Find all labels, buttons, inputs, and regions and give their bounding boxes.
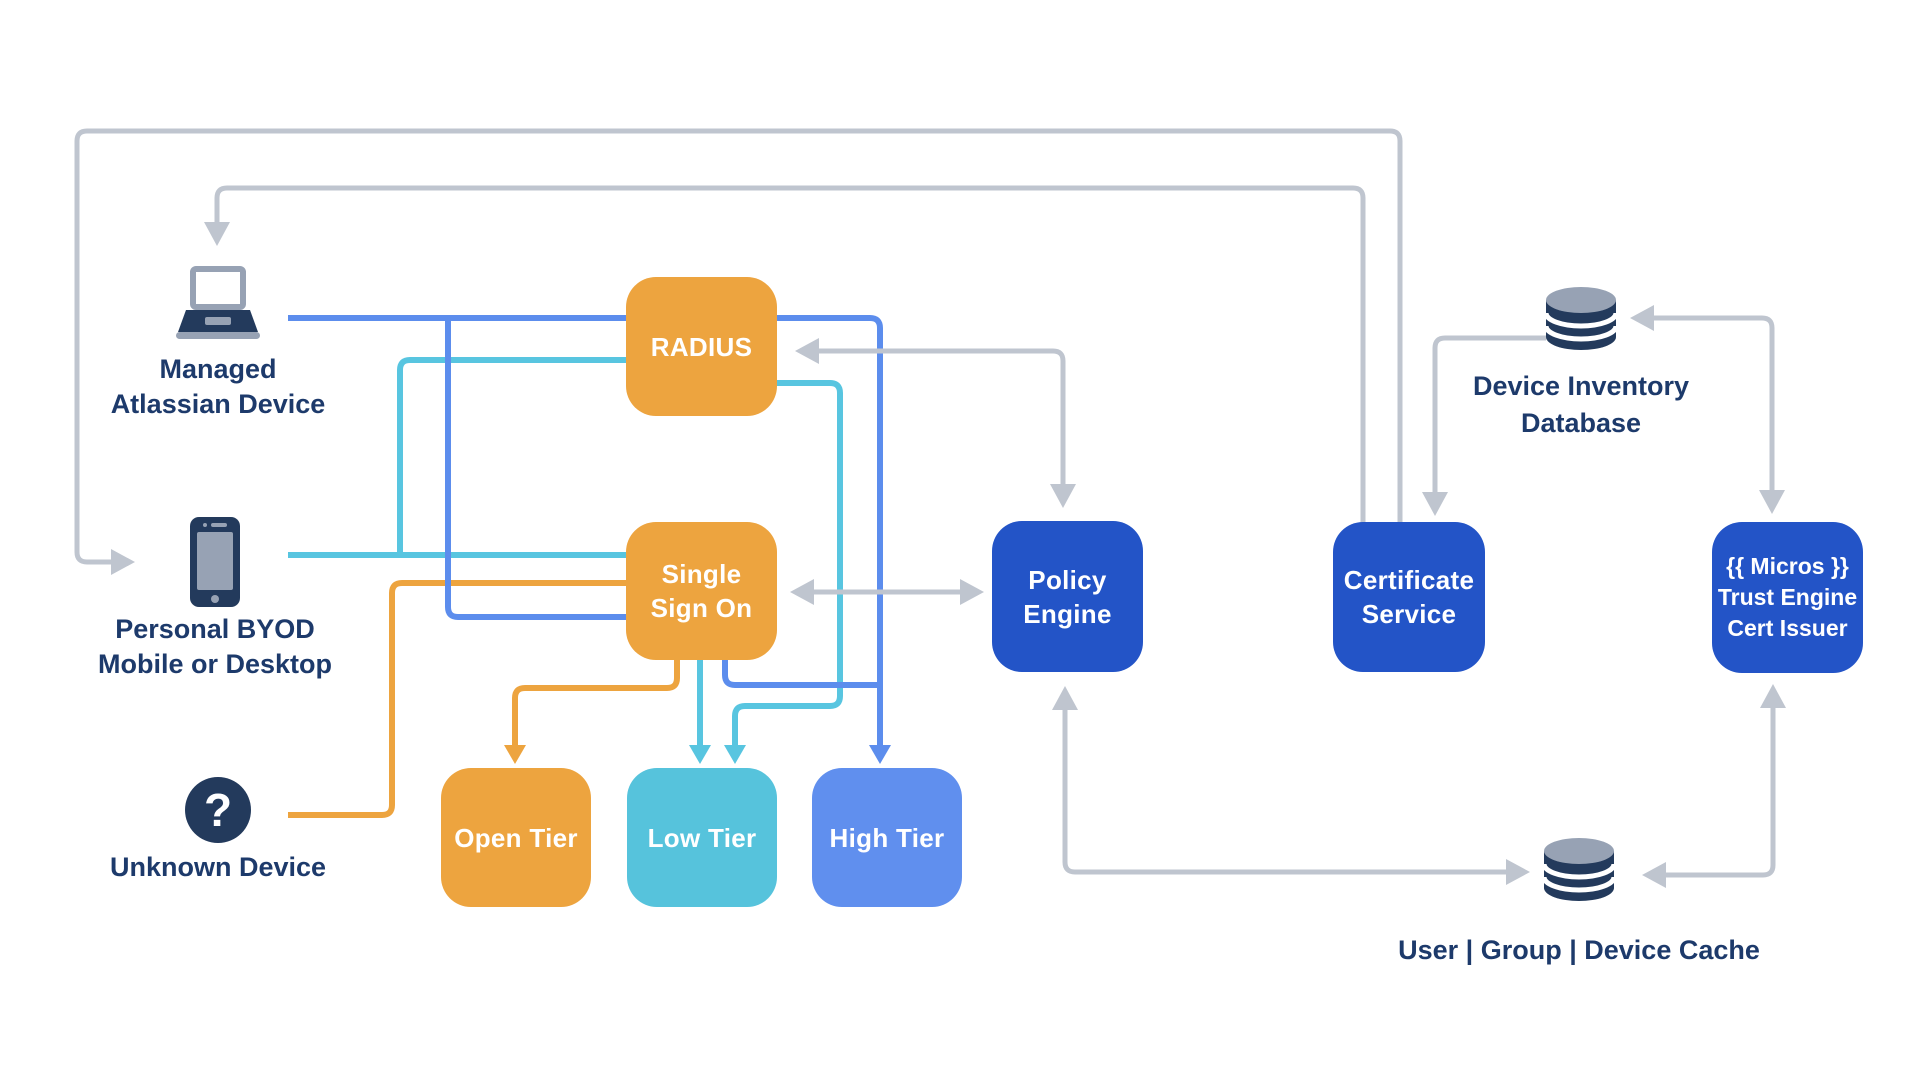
edge-cert-to-managed-loop xyxy=(204,185,1366,523)
laptop-icon xyxy=(176,266,260,339)
figure-label-line: Managed xyxy=(159,354,277,384)
edge-cert-to-byod-loop xyxy=(74,128,1403,575)
arrowhead xyxy=(1050,484,1076,508)
node-open-tier: Open Tier xyxy=(441,768,591,907)
edge-sso-to-open-tier xyxy=(504,660,680,764)
laptop-touchpad xyxy=(205,317,231,325)
edge-managed-to-sso xyxy=(445,318,626,620)
edge-sso-policy-link xyxy=(790,579,984,605)
node-label-line: Engine xyxy=(1023,598,1112,629)
phone-camera-dot xyxy=(203,523,207,527)
figure-label-line: Database xyxy=(1520,408,1642,438)
user-group-device-cache-figure xyxy=(1541,836,1617,911)
edge-sso-to-high-tier xyxy=(722,660,880,688)
node-label-line: {{ Micros }} xyxy=(1726,553,1849,579)
arrowhead xyxy=(504,745,526,764)
device-inventory-database-figure xyxy=(1543,285,1619,360)
edge-inventory-trust-link xyxy=(1630,305,1785,514)
node-label-line: Trust Engine xyxy=(1717,584,1858,610)
edge-radius-policy-link xyxy=(795,338,1076,508)
arrowhead xyxy=(869,745,891,764)
laptop-hinge-bar xyxy=(176,332,260,339)
edge-byod-to-radius xyxy=(397,357,626,555)
arrowhead xyxy=(1422,492,1448,516)
node-label-line: Service xyxy=(1361,599,1457,629)
arrowhead xyxy=(1052,686,1078,710)
arrowhead xyxy=(960,579,984,605)
node-label-line: High Tier xyxy=(829,822,945,853)
node-label-line: Certificate xyxy=(1343,565,1475,595)
database-icon xyxy=(1543,287,1619,350)
node-radius: RADIUS xyxy=(626,277,777,416)
node-label-line: Sign On xyxy=(650,593,753,623)
edge-cache-trust-link xyxy=(1642,684,1786,888)
arrowhead xyxy=(1506,859,1530,885)
unknown-device-figure: ? xyxy=(158,777,278,843)
arrowhead xyxy=(1760,684,1786,708)
phone-home-button xyxy=(211,595,219,603)
node-label-line: Low Tier xyxy=(647,822,757,853)
user-group-device-cache-label: User | Group | Device Cache xyxy=(1359,932,1799,969)
arrowhead xyxy=(790,579,814,605)
edge-policy-cache-link xyxy=(1052,686,1530,885)
personal-byod-device-figure xyxy=(155,517,275,607)
edge-inventory-to-cert xyxy=(1422,335,1546,516)
edge-radius-to-high-tier xyxy=(777,315,891,764)
personal-byod-device-label: Personal BYOD Mobile or Desktop xyxy=(15,612,415,682)
laptop-base xyxy=(178,310,258,332)
edge-sso-to-low-tier xyxy=(689,660,711,764)
node-high-tier: High Tier xyxy=(812,768,962,907)
node-label-line: Policy xyxy=(1028,564,1107,595)
arrowhead xyxy=(1642,862,1666,888)
figure-label-line: User | Group | Device Cache xyxy=(1398,935,1760,965)
question-mark-icon: ? xyxy=(185,777,251,843)
node-low-tier: Low Tier xyxy=(627,768,777,907)
arrowhead xyxy=(1759,490,1785,514)
figure-label-line: Unknown Device xyxy=(109,852,327,882)
arrowhead xyxy=(795,338,819,364)
phone-speaker xyxy=(211,523,227,527)
figure-label-line: Device Inventory xyxy=(1472,371,1690,401)
database-icon xyxy=(1541,838,1617,901)
arrowhead xyxy=(724,745,746,764)
edge-unknown-to-sso xyxy=(288,580,626,818)
arrowhead xyxy=(689,745,711,764)
node-label-line: Single xyxy=(661,559,742,589)
edge-radius-to-low-tier xyxy=(724,380,843,764)
laptop-screen xyxy=(190,266,246,310)
figure-label-line: Atlassian Device xyxy=(110,389,326,419)
managed-atlassian-device-figure xyxy=(158,266,278,339)
phone-screen xyxy=(197,532,233,590)
node-label-line: RADIUS xyxy=(650,331,753,362)
figure-label-line: Personal BYOD xyxy=(115,614,315,644)
arrowhead xyxy=(111,549,135,575)
node-label-line: Open Tier xyxy=(454,822,578,853)
phone-icon xyxy=(190,517,240,607)
figure-label-line: Mobile or Desktop xyxy=(97,649,333,679)
arrowhead xyxy=(1630,305,1654,331)
arrowhead xyxy=(204,222,230,246)
unknown-device-label: Unknown Device xyxy=(18,850,418,885)
node-label-line: Cert Issuer xyxy=(1727,615,1848,641)
